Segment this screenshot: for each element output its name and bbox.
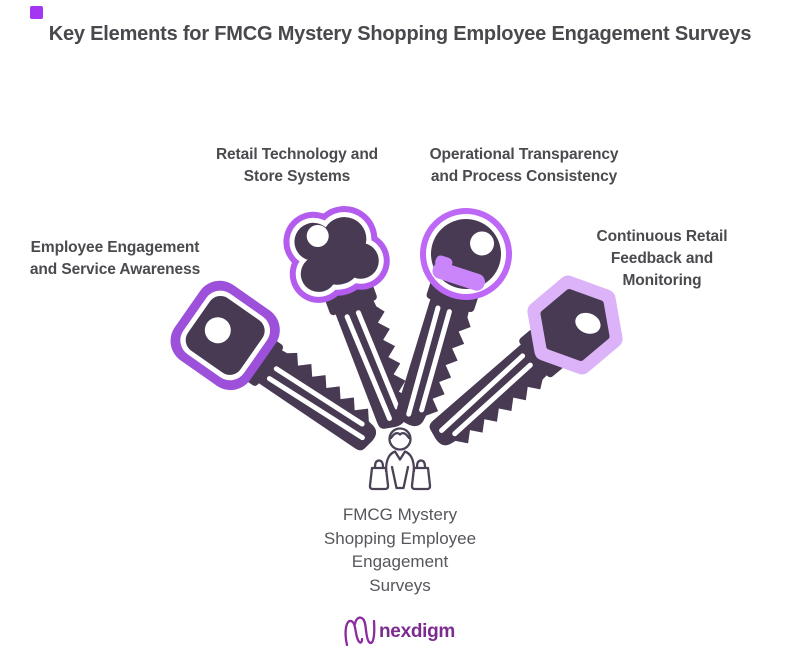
key-continuous-feedback: [415, 275, 623, 467]
key-label-continuous-feedback: Continuous Retail Feedback and Monitorin…: [597, 226, 728, 292]
key-retail-technology: [283, 206, 445, 444]
label-line: Monitoring: [622, 272, 702, 289]
person-torso: [384, 450, 416, 473]
keyring-hole: [470, 231, 495, 256]
nexdigm-logo-mark: [344, 616, 376, 647]
label-line: and Process Consistency: [430, 168, 618, 185]
corner-accent-square: [30, 6, 43, 19]
person-hair: [389, 431, 411, 440]
label-line: Feedback and: [610, 250, 714, 267]
keyring-hole: [575, 312, 601, 334]
keyring-hole: [306, 224, 329, 247]
label-line: Employee Engagement: [30, 239, 200, 256]
person-garment: [390, 465, 410, 490]
person-head: [388, 427, 412, 451]
key-label-retail-technology: Retail Technology and Store Systems: [216, 144, 378, 188]
caption-line: Engagement: [351, 552, 449, 571]
label-line: and Service Awareness: [29, 261, 201, 278]
mystery-shopper-icon: [368, 427, 432, 491]
keyring-hole: [204, 317, 231, 344]
shopping-bag-right-handle: [415, 459, 427, 469]
label-line: Retail Technology and: [215, 146, 379, 163]
key-label-operational-transparency: Operational Transparency and Process Con…: [430, 144, 619, 188]
shopping-bag-left: [368, 466, 390, 491]
center-caption: FMCG Mystery Shopping Employee Engagemen…: [0, 503, 800, 597]
caption-line: FMCG Mystery: [342, 505, 458, 524]
shopping-bag-right: [410, 466, 432, 491]
label-line: Store Systems: [243, 168, 351, 185]
label-line: Operational Transparency: [429, 146, 619, 163]
nexdigm-wordmark: nexdigm: [379, 621, 456, 642]
caption-line: Surveys: [369, 575, 431, 595]
key-head-rounded-square: [170, 280, 280, 391]
caption-line: Shopping Employee: [323, 528, 477, 548]
key-employee-engagement: [170, 280, 400, 477]
key-operational-transparency: [367, 208, 512, 439]
key-label-employee-engagement: Employee Engagement and Service Awarenes…: [30, 237, 200, 281]
key-head-circle: [420, 208, 512, 300]
page-title: Key Elements for FMCG Mystery Shopping E…: [48, 23, 752, 45]
shopping-bag-left-handle: [373, 459, 385, 469]
label-line: Continuous Retail: [596, 228, 728, 245]
key-head-hexagon: [527, 275, 623, 375]
key-head-cloud: [283, 206, 390, 303]
